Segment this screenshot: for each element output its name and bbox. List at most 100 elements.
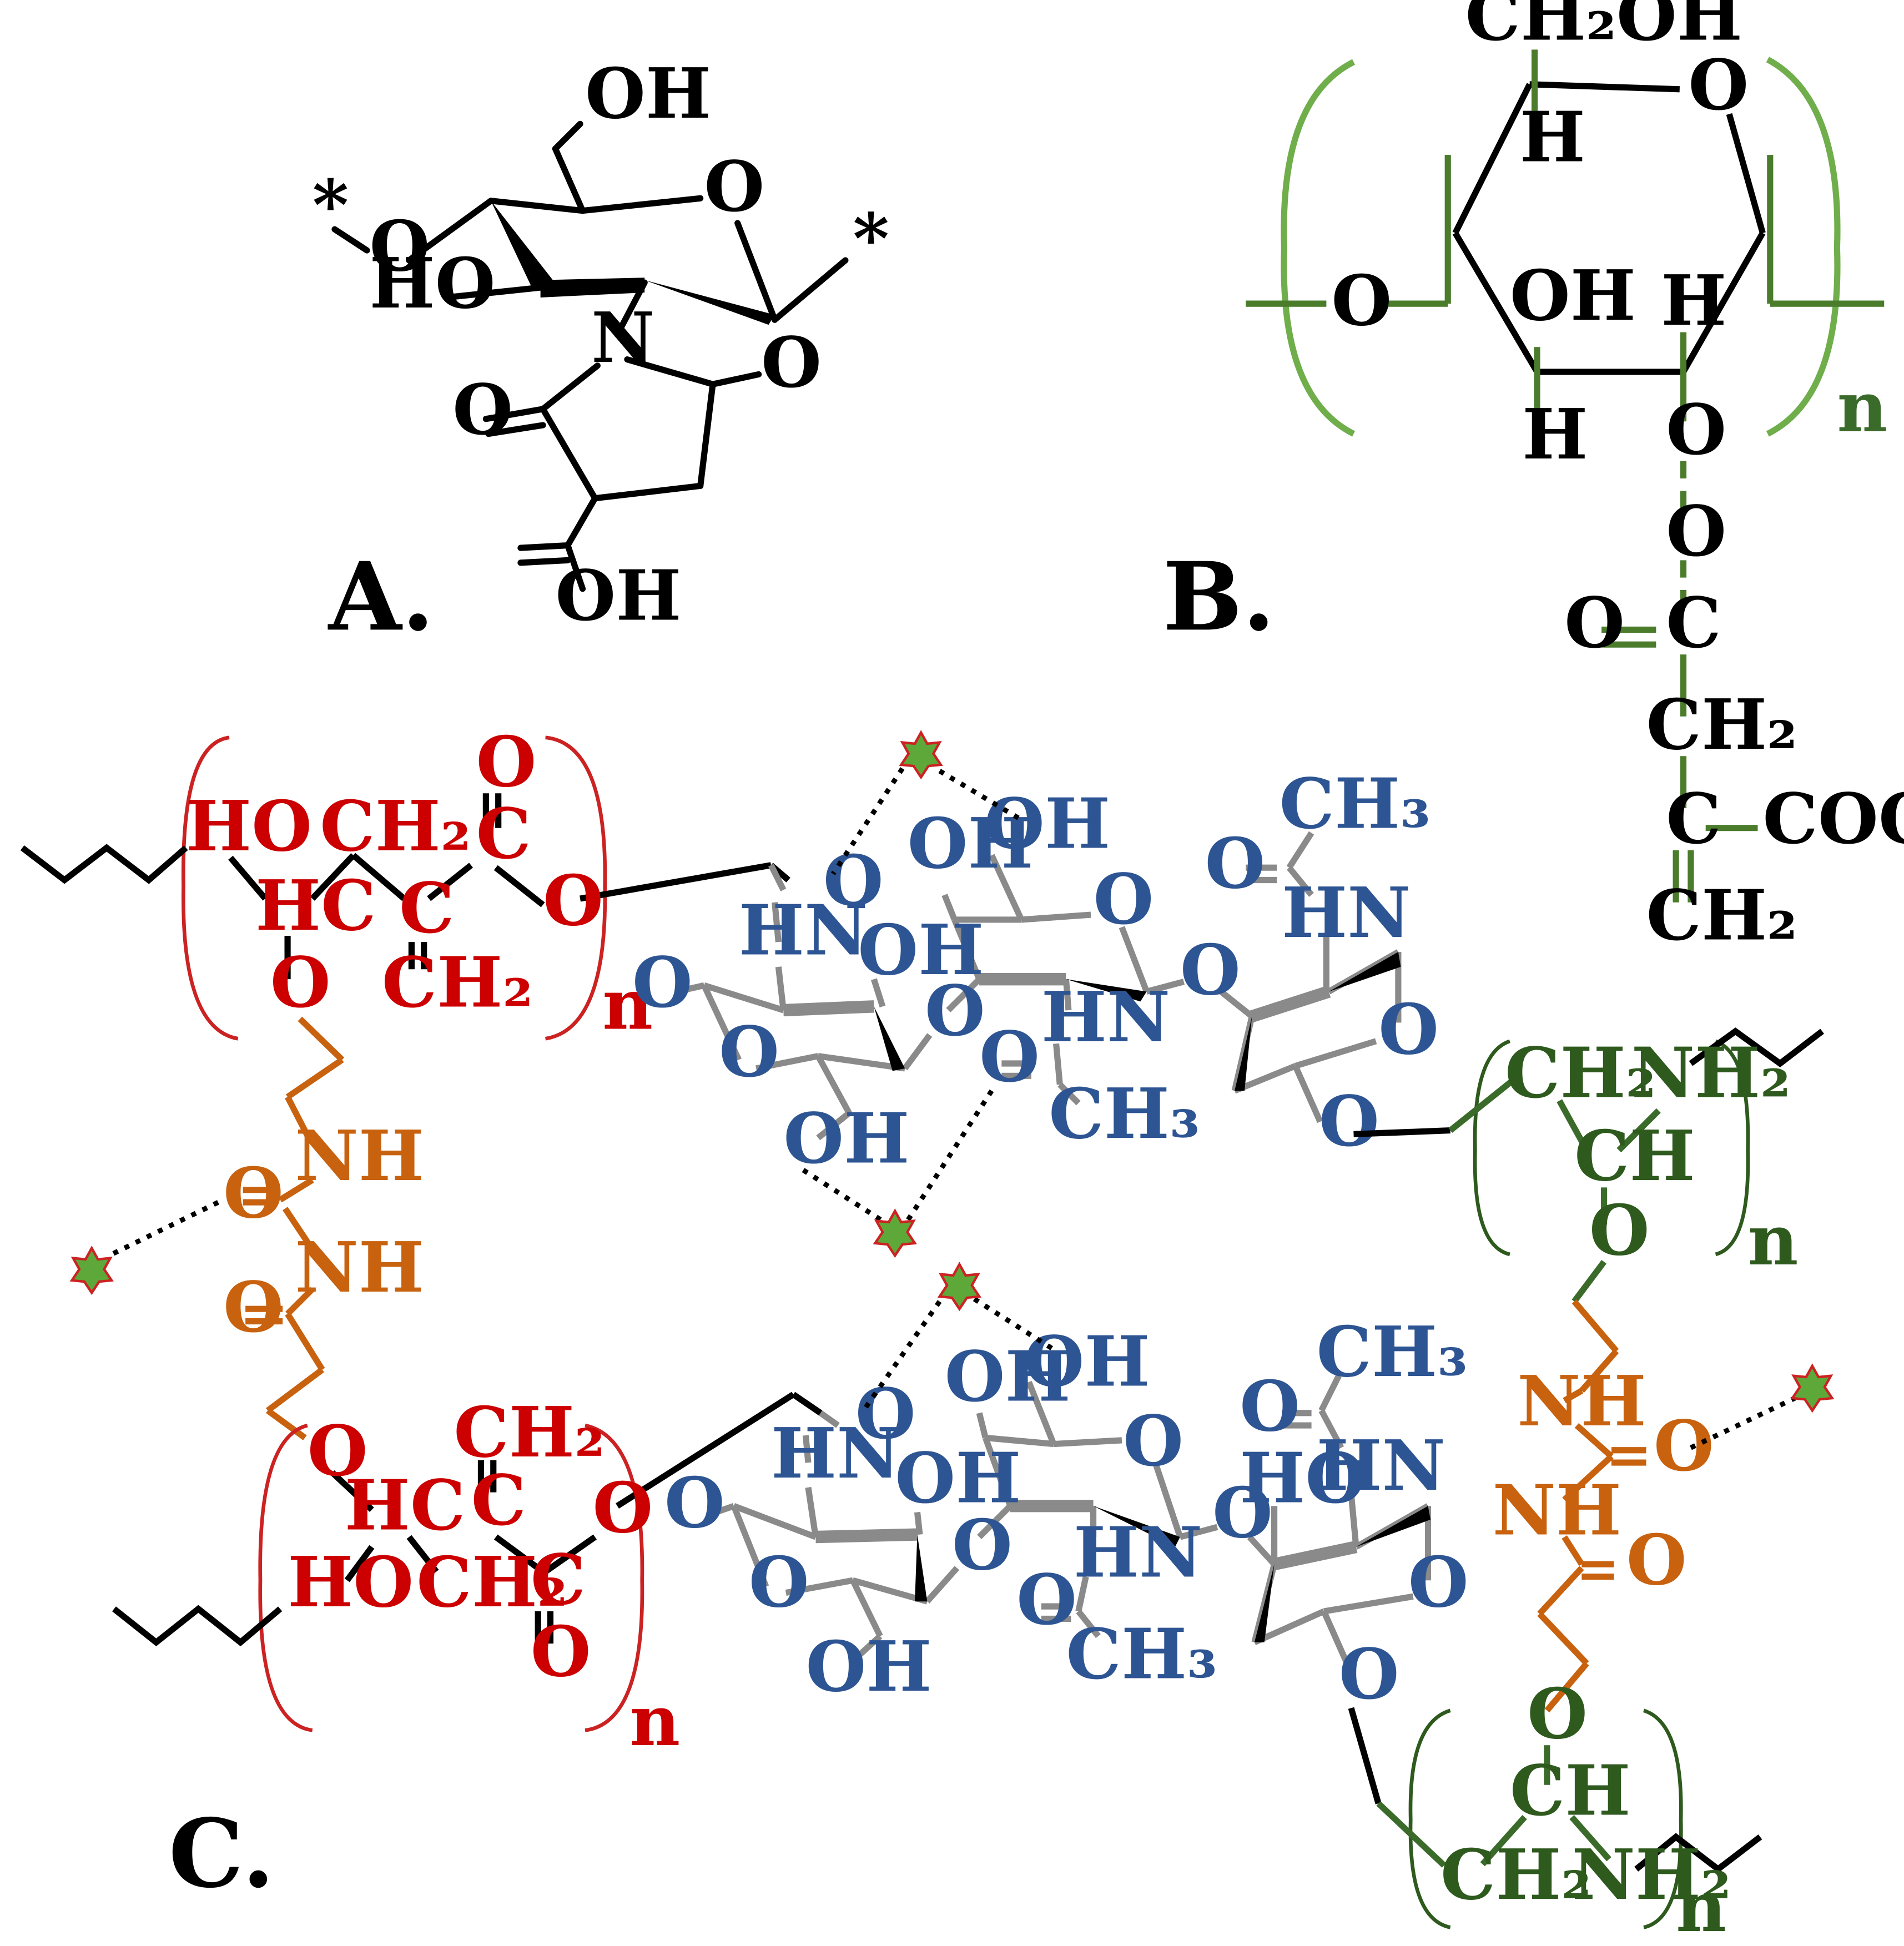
wedge-bond [1093, 1506, 1180, 1547]
atom-label: NH [1493, 1470, 1621, 1551]
hydrogen-bonds [110, 767, 1796, 1450]
blue-sugar-top-thick [783, 973, 1331, 1022]
atom-label: O [1378, 989, 1439, 1070]
atom-label: O [223, 1267, 284, 1348]
wedge-bond [491, 200, 553, 290]
repeat-index: n [1676, 1867, 1726, 1946]
atom-label: HO [1240, 1438, 1366, 1519]
atom-label: O [1331, 260, 1392, 341]
atom-label: O [1688, 45, 1749, 126]
atom-label: CH₂ [382, 942, 533, 1023]
panel-b-label: B. [1163, 542, 1276, 652]
atom-label: HN [1074, 1513, 1202, 1594]
atom-label: C [1666, 779, 1721, 860]
atom-label: O [1654, 1405, 1714, 1486]
atom-label: O [1666, 389, 1726, 470]
polymer-end-star: * [853, 198, 889, 279]
star-icon [899, 730, 943, 780]
repeat-index: n [602, 964, 653, 1045]
atom-label: OH [858, 910, 984, 991]
atom-label: O [925, 971, 985, 1052]
atom-label: O [664, 1463, 725, 1544]
atom-label: CH₂ [1505, 1032, 1656, 1113]
atom-label: NH [295, 1227, 424, 1308]
atom-label: CH₂ [320, 786, 471, 867]
atom-label: O [1626, 1520, 1687, 1601]
atom-label: CH₂ [1646, 684, 1797, 765]
atom-label: O [1123, 1401, 1183, 1482]
atom-label: H [1522, 394, 1588, 475]
black-chain-bottom-right [1634, 1833, 1762, 1873]
green-top-bonds [1448, 1078, 1661, 1304]
atom-label: HC [345, 1465, 466, 1546]
atom-label: OH [1510, 255, 1636, 336]
atom-label: HC [255, 865, 376, 946]
atom-label: O [855, 1373, 916, 1454]
star-icon [69, 1246, 114, 1295]
orange-linker-right [1537, 1299, 1646, 1713]
atom-label: O [369, 206, 430, 287]
atom-label: O [1205, 823, 1266, 904]
atom-label: O [1094, 859, 1154, 940]
atom-label: CH₂OH [1465, 0, 1742, 56]
atom-label: HN [771, 1413, 900, 1494]
atom-label: O [1212, 1473, 1273, 1554]
red-bracket-bottom [258, 1423, 644, 1732]
atom-label: NH [295, 1116, 424, 1197]
atom-label: HN [1282, 873, 1411, 954]
atom-label: CH₃ [1317, 1312, 1468, 1393]
atom-label: OH [805, 1626, 931, 1707]
black-chain-top-right [1689, 1027, 1825, 1067]
red-monomer-top-bonds [228, 793, 545, 980]
star-markers [69, 730, 1835, 1413]
atom-label: CH₂ [1440, 1834, 1591, 1915]
atom-label: O [979, 1016, 1040, 1097]
red-bracket-top [181, 735, 607, 1041]
atom-label: CH [1510, 1750, 1631, 1831]
atom-label: O [452, 370, 513, 451]
atom-label: O [632, 942, 693, 1023]
panel-b-ring [1452, 81, 1766, 375]
atom-label: OH [1024, 1322, 1150, 1403]
atom-label: OH [895, 1438, 1021, 1519]
star-icon [1790, 1363, 1835, 1413]
atom-label: O [1564, 583, 1625, 664]
atom-label: O [1016, 1559, 1077, 1640]
atom-label: C [531, 1540, 586, 1621]
atom-label: O [952, 1505, 1013, 1586]
atom-label: O [749, 1542, 809, 1623]
atom-label: O [823, 840, 884, 921]
atom-label: O [543, 860, 603, 941]
atom-label: O [1666, 491, 1726, 572]
atom-label: O [1339, 1634, 1399, 1715]
atom-label: O [270, 942, 331, 1023]
atom-label: COOH [1762, 779, 1904, 860]
atom-label: H [1520, 97, 1585, 178]
atom-label: O [1319, 1081, 1379, 1162]
atom-label: C [471, 1460, 527, 1541]
atom-label: C [1666, 583, 1721, 664]
green-bracket-top [1473, 1039, 1750, 1257]
atom-label: CH₂ [416, 1542, 567, 1623]
atom-label: O [1180, 930, 1241, 1011]
wedge-bond [874, 1006, 905, 1071]
green-bracket-bottom [1408, 1708, 1683, 1929]
atom-label: O [761, 322, 822, 404]
atom-label: O [531, 1611, 591, 1692]
atom-label: HO [369, 243, 495, 324]
atom-label: CH₂ [1646, 875, 1797, 956]
atom-label: OH [908, 803, 1034, 884]
bond-line [1348, 1707, 1382, 1804]
panel-c-label: C. [169, 1799, 275, 1909]
green-bottom-bonds [1376, 1745, 1611, 1868]
atom-label: O [1408, 1542, 1469, 1623]
panel-a-label: A. [328, 542, 435, 652]
atom-label: HN [739, 890, 868, 971]
bond-line [1353, 1127, 1450, 1137]
atom-label: CH₃ [1066, 1614, 1217, 1695]
repeat-index: n [1748, 1200, 1799, 1281]
atom-label: OH [585, 53, 711, 134]
atom-label: OH [555, 556, 681, 637]
panel-b-bonds [1246, 49, 1885, 903]
